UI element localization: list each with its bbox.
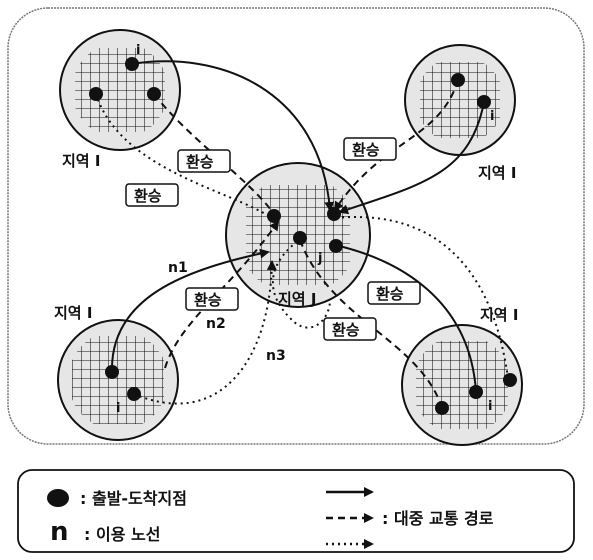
route-label-n3: n3 — [266, 348, 286, 364]
svg-text:환승: 환승 — [376, 285, 404, 303]
od-points — [89, 57, 517, 415]
transfer-box: 환승 — [367, 281, 421, 305]
route-dashed-bottomleft-center — [164, 220, 280, 369]
region-label-bottom-left: 지역 I — [54, 304, 92, 322]
svg-text:환승: 환승 — [194, 291, 222, 309]
svg-text:환승: 환승 — [352, 141, 380, 159]
legend-n-label: : 이용 노선 — [84, 525, 160, 544]
region-label-top-left: 지역 I — [62, 152, 100, 170]
region-top-left — [59, 29, 181, 151]
transfer-box: 환승 — [125, 183, 179, 207]
region-bottom-left — [57, 319, 179, 441]
od-point — [127, 387, 141, 401]
od-point — [435, 401, 449, 415]
marker-i-top-right: i — [490, 109, 494, 124]
od-point — [469, 385, 483, 399]
od-point — [329, 239, 343, 253]
transfer-box: 환승 — [177, 149, 231, 173]
region-bottom-right — [401, 324, 523, 446]
route-dashed-center-bottomright — [299, 239, 443, 409]
od-point — [125, 57, 139, 71]
od-point — [267, 209, 281, 223]
od-point — [105, 365, 119, 379]
legend-route-label: : 대중 교통 경로 — [382, 509, 494, 528]
transfer-box: 환승 — [323, 317, 377, 341]
route-solid-bottomleft-center — [110, 248, 270, 373]
od-point — [451, 73, 465, 87]
legend-point-icon — [47, 489, 69, 507]
od-point — [147, 87, 161, 101]
region-top-right — [404, 44, 516, 156]
transfer-box: 환승 — [343, 137, 397, 161]
legend-n-symbol: n — [50, 517, 69, 547]
marker-i-bottom-right: i — [488, 399, 492, 414]
legend: : 출발-도착지점 n : 이용 노선 : 대중 교통 경로 — [17, 469, 575, 553]
route-dotted-center-right — [335, 216, 509, 379]
od-point — [293, 231, 307, 245]
route-dotted-bottomleft-center — [133, 260, 277, 405]
marker-i-bottom-left: i — [116, 401, 120, 416]
region-label-center: 지역 J — [278, 290, 316, 308]
od-point — [477, 95, 491, 109]
od-point — [327, 207, 341, 221]
marker-j-center: j — [317, 251, 322, 266]
route-solid-topright-center — [338, 101, 485, 215]
od-point — [89, 87, 103, 101]
transfer-box: 환승 — [185, 287, 239, 311]
marker-i-top-left: i — [136, 43, 140, 58]
legend-point-label: : 출발-도착지점 — [80, 489, 187, 508]
route-label-n2: n2 — [206, 316, 226, 332]
svg-text:환승: 환승 — [134, 187, 162, 205]
route-solid-topleft-center — [131, 60, 335, 212]
od-point — [503, 373, 517, 387]
region-label-top-right: 지역 I — [478, 164, 516, 182]
diagram-frame — [7, 7, 585, 445]
region-label-bottom-right: 지역 I — [480, 306, 518, 324]
route-solid-center-bottomright — [334, 244, 477, 393]
svg-text:환승: 환승 — [186, 153, 214, 171]
route-label-n1: n1 — [168, 260, 188, 276]
svg-text:환승: 환승 — [332, 321, 360, 339]
